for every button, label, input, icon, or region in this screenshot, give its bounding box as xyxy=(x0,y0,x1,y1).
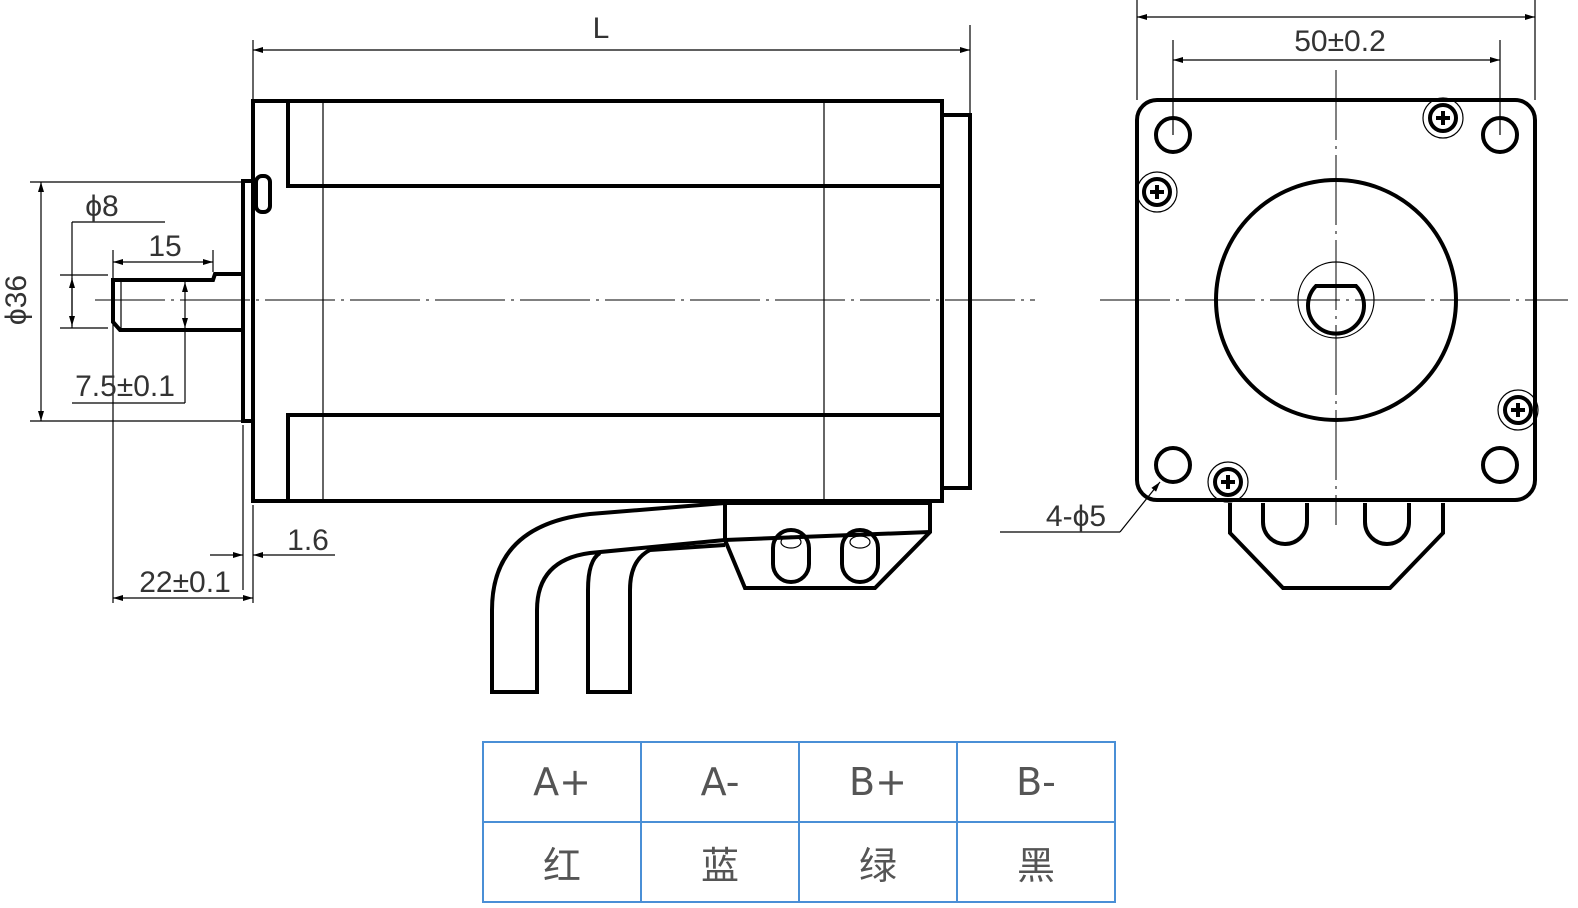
flat-depth-label: 7.5±0.1 xyxy=(75,370,175,403)
screw-icon xyxy=(1497,389,1539,431)
flange-thickness-label: 1.6 xyxy=(287,524,329,557)
flange-tab xyxy=(254,174,272,214)
side-view xyxy=(95,99,1035,694)
terminal-cell: B- xyxy=(956,741,1116,823)
flange-diameter-label: ϕ36 xyxy=(0,275,33,325)
terminal-cell: B+ xyxy=(798,741,958,823)
mount-holes-label: 4-ϕ5 xyxy=(1046,500,1106,533)
screw-icon xyxy=(1136,171,1178,213)
side-dimensions: L ϕ36 ϕ8 15 7.5±0.1 1.6 22±0.1 xyxy=(0,12,971,603)
cable-2 xyxy=(586,543,726,694)
color-cell: 蓝 xyxy=(640,821,800,903)
mount-hole xyxy=(1154,446,1192,484)
front-view xyxy=(1100,70,1568,590)
terminal-cell: A+ xyxy=(482,741,642,823)
table-row-colors: 红 蓝 绿 黑 xyxy=(482,821,1116,903)
cable-1 xyxy=(490,501,726,694)
flat-length-label: 15 xyxy=(148,230,181,263)
shaft-diameter-label: ϕ8 xyxy=(85,190,119,223)
color-cell: 绿 xyxy=(798,821,958,903)
motor-body xyxy=(251,99,944,503)
terminal-cell: A- xyxy=(640,741,800,823)
front-dimensions: 50±0.2 4-ϕ5 xyxy=(1000,0,1536,533)
rear-cap xyxy=(940,113,972,490)
front-flange xyxy=(241,179,255,423)
shaft-end xyxy=(1306,284,1366,336)
color-cell: 红 xyxy=(482,821,642,903)
connector xyxy=(723,501,932,590)
screw-icon xyxy=(1207,461,1249,503)
length-label: L xyxy=(593,12,610,45)
mount-hole xyxy=(1481,446,1519,484)
color-cell: 黑 xyxy=(956,821,1116,903)
shaft xyxy=(111,272,243,332)
front-connector xyxy=(1228,503,1445,590)
wiring-table: A+ A- B+ B- 红 蓝 绿 黑 xyxy=(482,741,1116,903)
screw-icon xyxy=(1422,97,1464,139)
table-row-terminals: A+ A- B+ B- xyxy=(482,741,1116,823)
shaft-length-label: 22±0.1 xyxy=(139,566,231,599)
hole-spacing-label: 50±0.2 xyxy=(1294,25,1386,58)
